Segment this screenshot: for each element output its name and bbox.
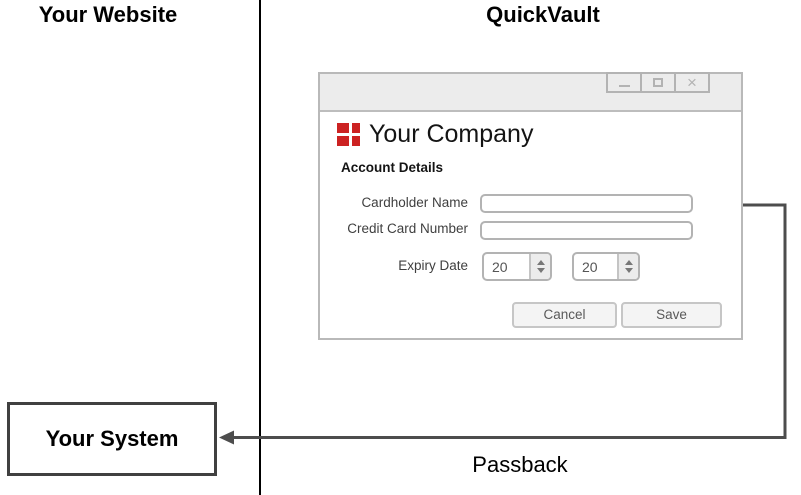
save-button[interactable]: Save (621, 302, 722, 328)
your-system-box: Your System (7, 402, 217, 476)
close-icon: × (687, 73, 697, 92)
cancel-button[interactable]: Cancel (512, 302, 617, 328)
expiry-date-label: Expiry Date (398, 258, 468, 273)
credit-card-number-input[interactable] (480, 221, 693, 240)
lane-title-your-website: Your Website (38, 2, 178, 27)
lane-title-quickvault: QuickVault (486, 2, 600, 27)
maximize-icon (653, 78, 663, 87)
cardholder-name-label: Cardholder Name (361, 195, 468, 210)
spinner-arrows-2[interactable] (617, 254, 638, 279)
close-button[interactable]: × (674, 74, 708, 91)
window-controls: × (606, 72, 710, 93)
expiry-value-2[interactable]: 20 (582, 258, 598, 275)
minimize-button[interactable] (608, 74, 640, 91)
quickvault-window: × Your Company Account Details Cardholde… (318, 72, 743, 340)
company-logo-icon (337, 123, 360, 146)
expiry-year-spinner-2[interactable]: 20 (572, 252, 640, 281)
minimize-icon (618, 85, 630, 87)
passback-label: Passback (472, 452, 568, 477)
expiry-value-1[interactable]: 20 (492, 258, 508, 275)
brand-header: Your Company (337, 120, 533, 149)
spinner-up-icon[interactable] (624, 260, 633, 265)
section-title-account-details: Account Details (341, 160, 444, 175)
spinner-down-icon[interactable] (536, 268, 545, 273)
cardholder-name-input[interactable] (480, 194, 693, 213)
arrowhead-icon (219, 430, 234, 445)
spinner-down-icon[interactable] (624, 268, 633, 273)
credit-card-number-label: Credit Card Number (347, 221, 468, 236)
maximize-button[interactable] (640, 74, 674, 91)
spinner-up-icon[interactable] (536, 260, 545, 265)
lane-divider (259, 0, 261, 495)
spinner-arrows-1[interactable] (529, 254, 550, 279)
window-titlebar (320, 74, 741, 112)
expiry-year-spinner-1[interactable]: 20 (482, 252, 552, 281)
company-name: Your Company (369, 120, 534, 148)
